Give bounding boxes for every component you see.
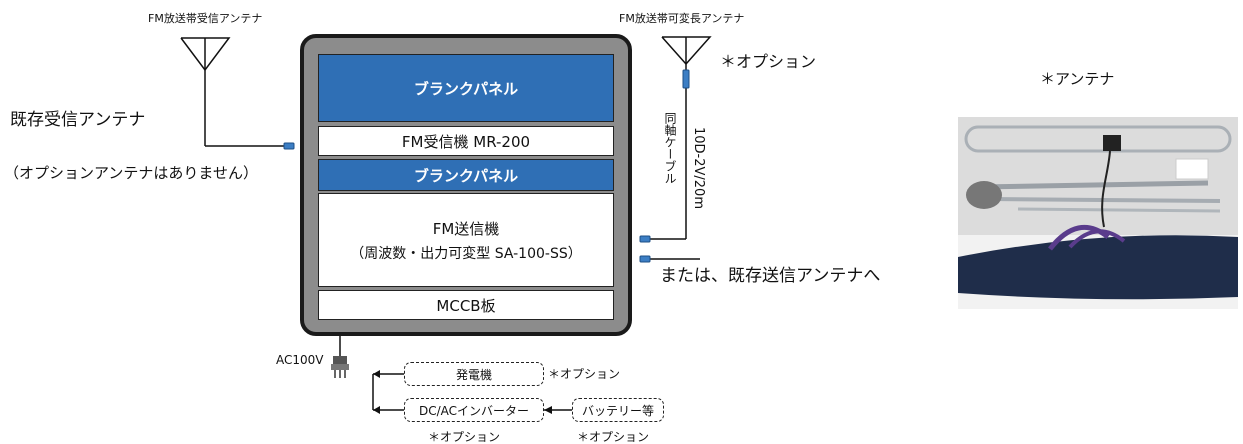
generator-box: 発電機 (404, 362, 544, 386)
blank-panel-top: ブランクパネル (318, 54, 614, 122)
existing-rx-note: （オプションアンテナはありません） (4, 164, 258, 182)
tx-antenna-label: FM放送帯可変長アンテナ (619, 12, 745, 25)
rx-antenna-label: FM放送帯受信アンテナ (148, 12, 263, 25)
inverter-box: DC/ACインバーター (404, 398, 544, 422)
inverter-option: ＊オプション (428, 430, 501, 444)
antenna-photo (958, 117, 1238, 309)
fm-receiver-panel: FM受信機 MR-200 (318, 126, 614, 156)
tx-connector (639, 235, 651, 243)
coax-name: 同軸ケーブル (663, 112, 677, 184)
battery-option: ＊オプション (577, 430, 650, 444)
fm-transmitter-panel: FM送信機 （周波数・出力可変型 SA-100-SS） (318, 193, 614, 287)
ac100v-label: AC100V (276, 353, 324, 367)
photo-label: ＊アンテナ (1040, 70, 1115, 88)
mccb-panel: MCCB板 (318, 290, 614, 320)
rx-connector (283, 142, 295, 150)
transmitter-subtitle: （周波数・出力可変型 SA-100-SS） (350, 245, 582, 262)
existing-tx-connector (639, 255, 651, 263)
battery-box: バッテリー等 (572, 398, 664, 422)
coax-spec: 10D-2V/20m (691, 127, 706, 209)
equipment-rack: ブランクパネル FM受信機 MR-200 ブランクパネル FM送信機 （周波数・… (300, 34, 632, 336)
existing-rx-label: 既存受信アンテナ (10, 110, 146, 130)
existing-tx-label: または、既存送信アンテナへ (660, 266, 881, 286)
tx-connector-top (682, 69, 690, 89)
plug-icon (331, 356, 349, 378)
generator-option: ＊オプション (548, 367, 621, 381)
transmitter-title: FM送信機 (432, 219, 500, 238)
blank-panel-mid: ブランクパネル (318, 159, 614, 191)
tx-antenna-option: ＊オプション (720, 52, 817, 71)
antenna-photo-image (958, 117, 1238, 309)
